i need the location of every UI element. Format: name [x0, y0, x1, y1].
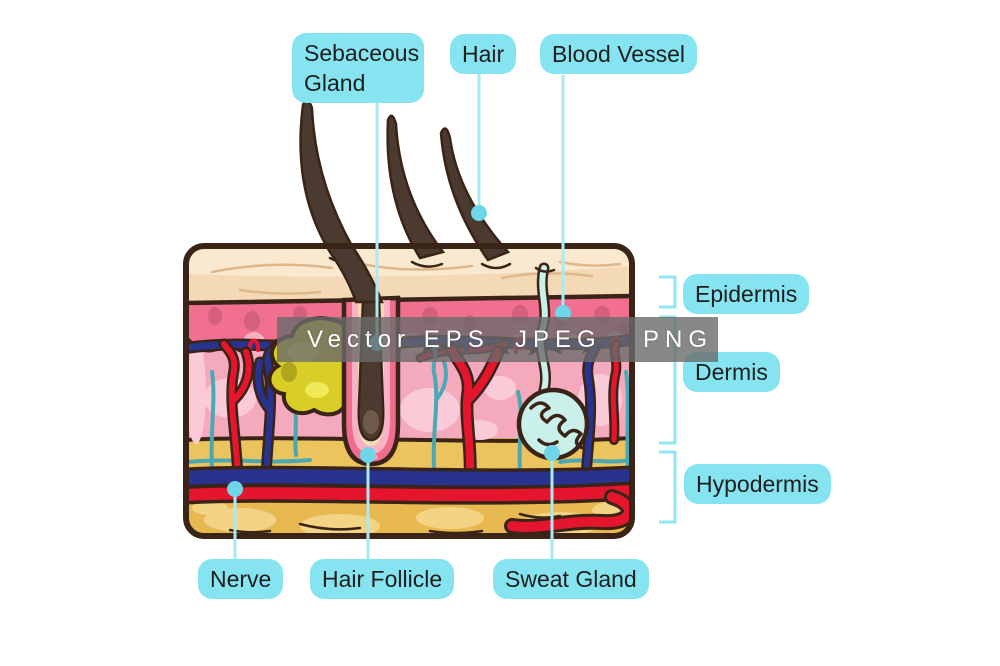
sweat-gland: [516, 268, 590, 461]
skin-surface: [186, 246, 632, 303]
callout-dot-nerve: [227, 481, 243, 497]
label-sweat-gland: Sweat Gland: [493, 559, 649, 599]
bracket-hypodermis: [659, 450, 677, 524]
label-blood-vessel: Blood Vessel: [540, 34, 697, 74]
callout-dot-hair-follicle: [360, 447, 376, 463]
hair-2: [386, 114, 446, 260]
skin-block: [186, 246, 632, 536]
label-nerve: Nerve: [198, 559, 284, 599]
label-hair-follicle: Hair Follicle: [310, 559, 455, 599]
bracket-epidermis: [659, 275, 677, 309]
layer-brackets: [659, 275, 677, 524]
label-epidermis: Epidermis: [683, 274, 810, 314]
label-dermis: Dermis: [683, 352, 780, 392]
watermark-png: PNG: [643, 326, 714, 353]
callout-dot-sweat-gland: [544, 445, 560, 461]
watermark-vector-eps: Vector EPS: [307, 326, 490, 353]
hair-1: [299, 99, 384, 304]
label-hair: Hair: [450, 34, 517, 74]
watermark-bar: Vector EPS JPEG PNG: [277, 317, 718, 362]
label-hypodermis: Hypodermis: [684, 464, 831, 504]
hair-3: [439, 127, 511, 262]
watermark-jpeg: JPEG: [515, 326, 602, 353]
label-sebaceous-gland: Sebaceous Gland: [292, 33, 424, 103]
skin-block-outline: [183, 243, 635, 539]
callout-dot-hair: [471, 205, 487, 221]
hairs: [299, 99, 511, 304]
